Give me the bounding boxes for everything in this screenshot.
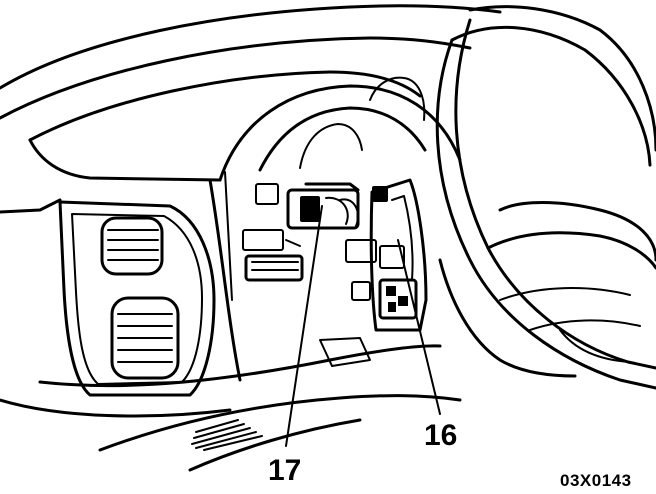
cluster-hood-outer: [218, 84, 462, 182]
lower-dash-edge-2: [188, 418, 362, 472]
upper-vent: [100, 216, 164, 276]
leader-line-17: [285, 205, 323, 447]
lower-dash-small-panel: [319, 337, 371, 367]
steering-hub-outline: [498, 201, 656, 262]
dash-top-outline: [0, 4, 502, 90]
steering-wheel-left-arc: [435, 38, 656, 390]
callout-17: 17: [268, 454, 302, 487]
control-unit-16: [345, 178, 428, 332]
cluster-hood-inner: [258, 106, 427, 172]
dash-top-inner-line: [0, 36, 472, 120]
lower-dash-sweep: [38, 344, 442, 388]
steering-column-left: [438, 258, 577, 378]
dash-left-lower: [0, 198, 62, 214]
lower-dash-edge: [98, 394, 462, 452]
steering-spoke-line: [499, 287, 631, 301]
steering-wheel-left-arc-inner: [454, 18, 656, 370]
cluster-gauge-left: [299, 123, 363, 169]
dash-left-pillar: [208, 178, 242, 382]
left-vent-housing-inner: [71, 213, 203, 385]
lower-vent: [110, 296, 180, 380]
steering-column-shroud: [559, 329, 631, 363]
cluster-gauge-right: [369, 76, 426, 121]
dash-center-pillar: [224, 171, 233, 301]
steering-wheel-outer-rim: [468, 5, 656, 152]
leader-line-16: [397, 239, 441, 415]
callout-16: 16: [424, 419, 458, 452]
lower-dash-sweep-2: [0, 398, 232, 418]
dash-left-side: [28, 138, 222, 182]
left-vent-housing: [58, 200, 216, 397]
steering-hub-lower: [486, 231, 656, 270]
relay-block-17: [286, 182, 360, 230]
connector-group-left: [242, 183, 304, 282]
figure-code: 03X0143: [560, 471, 632, 490]
steering-wheel-inner-rim: [450, 25, 652, 167]
steering-spoke-line-2: [529, 319, 641, 331]
footwell-hatching: [191, 419, 263, 451]
